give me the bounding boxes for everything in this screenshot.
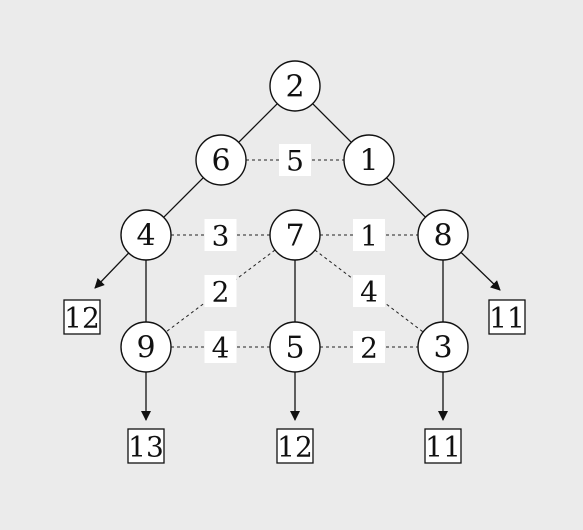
output-box: 12 bbox=[276, 428, 314, 464]
output-box-frame bbox=[63, 299, 101, 335]
output-box: 11 bbox=[424, 428, 462, 464]
node-circle bbox=[417, 321, 469, 373]
edge-weight-background bbox=[204, 275, 237, 307]
output-box: 11 bbox=[488, 299, 526, 335]
edge-weight-label: 1 bbox=[353, 219, 385, 253]
output-box-frame bbox=[127, 428, 165, 464]
node-label: 3 bbox=[433, 331, 452, 366]
node-circle bbox=[269, 209, 321, 261]
output-box: 13 bbox=[127, 428, 165, 464]
output-box-label: 11 bbox=[489, 302, 525, 335]
node-circle bbox=[120, 209, 172, 261]
edge-weight-text: 4 bbox=[360, 276, 378, 309]
edge-weight-background bbox=[353, 219, 385, 251]
graph-node-n1: 2 bbox=[269, 60, 321, 112]
output-box-label: 12 bbox=[64, 302, 100, 335]
edge-weight-text: 1 bbox=[360, 220, 378, 253]
edge-weight-background bbox=[204, 219, 237, 251]
edge-weight-text: 2 bbox=[212, 276, 230, 309]
output-box-frame bbox=[488, 299, 526, 335]
node-circle bbox=[343, 134, 395, 186]
tree-edge-n2-n4 bbox=[163, 177, 204, 218]
node-label: 2 bbox=[285, 70, 304, 105]
node-label: 7 bbox=[285, 219, 304, 254]
output-box-label: 12 bbox=[277, 431, 313, 464]
node-label: 9 bbox=[136, 331, 155, 366]
edge-weight-label: 3 bbox=[204, 219, 237, 253]
node-circle bbox=[195, 134, 247, 186]
edge-weight-text: 5 bbox=[286, 145, 304, 178]
graph-node-n6: 8 bbox=[417, 209, 469, 261]
node-label: 8 bbox=[433, 219, 452, 254]
node-label: 1 bbox=[359, 144, 378, 179]
graph-node-n7: 9 bbox=[120, 321, 172, 373]
node-circle bbox=[417, 209, 469, 261]
graph-node-n5: 7 bbox=[269, 209, 321, 261]
graph-node-n4: 4 bbox=[120, 209, 172, 261]
node-label: 4 bbox=[136, 219, 155, 254]
edge-weight-text: 3 bbox=[212, 220, 230, 253]
node-label: 5 bbox=[285, 331, 304, 366]
graph-node-n9: 3 bbox=[417, 321, 469, 373]
node-label: 6 bbox=[211, 144, 230, 179]
tree-edge-n1-n3 bbox=[312, 103, 352, 143]
edge-weight-label: 2 bbox=[353, 331, 385, 365]
node-circle bbox=[269, 321, 321, 373]
edge-weight-background bbox=[204, 331, 237, 363]
edge-weight-background bbox=[353, 331, 385, 363]
edge-weight-label: 2 bbox=[204, 275, 237, 309]
output-box-label: 11 bbox=[425, 431, 461, 464]
graph-node-n3: 1 bbox=[343, 134, 395, 186]
output-arrow-n6 bbox=[460, 251, 501, 291]
edge-weight-label: 4 bbox=[353, 275, 385, 309]
edge-weight-label: 5 bbox=[279, 144, 311, 178]
graph-node-n2: 6 bbox=[195, 134, 247, 186]
edge-weight-background bbox=[353, 275, 385, 307]
output-box-frame bbox=[276, 428, 314, 464]
edge-weight-background bbox=[279, 144, 311, 176]
tree-edge-n3-n6 bbox=[386, 177, 426, 218]
output-box-frame bbox=[424, 428, 462, 464]
edge-weight-label: 4 bbox=[204, 331, 237, 365]
edge-weight-text: 4 bbox=[212, 332, 230, 365]
output-box-label: 13 bbox=[128, 431, 164, 464]
output-box: 12 bbox=[63, 299, 101, 335]
node-circle bbox=[269, 60, 321, 112]
tree-edge-n1-n2 bbox=[238, 103, 278, 143]
graph-node-n8: 5 bbox=[269, 321, 321, 373]
node-circle bbox=[120, 321, 172, 373]
edge-weight-text: 2 bbox=[360, 332, 378, 365]
output-arrow-n4 bbox=[94, 252, 130, 289]
